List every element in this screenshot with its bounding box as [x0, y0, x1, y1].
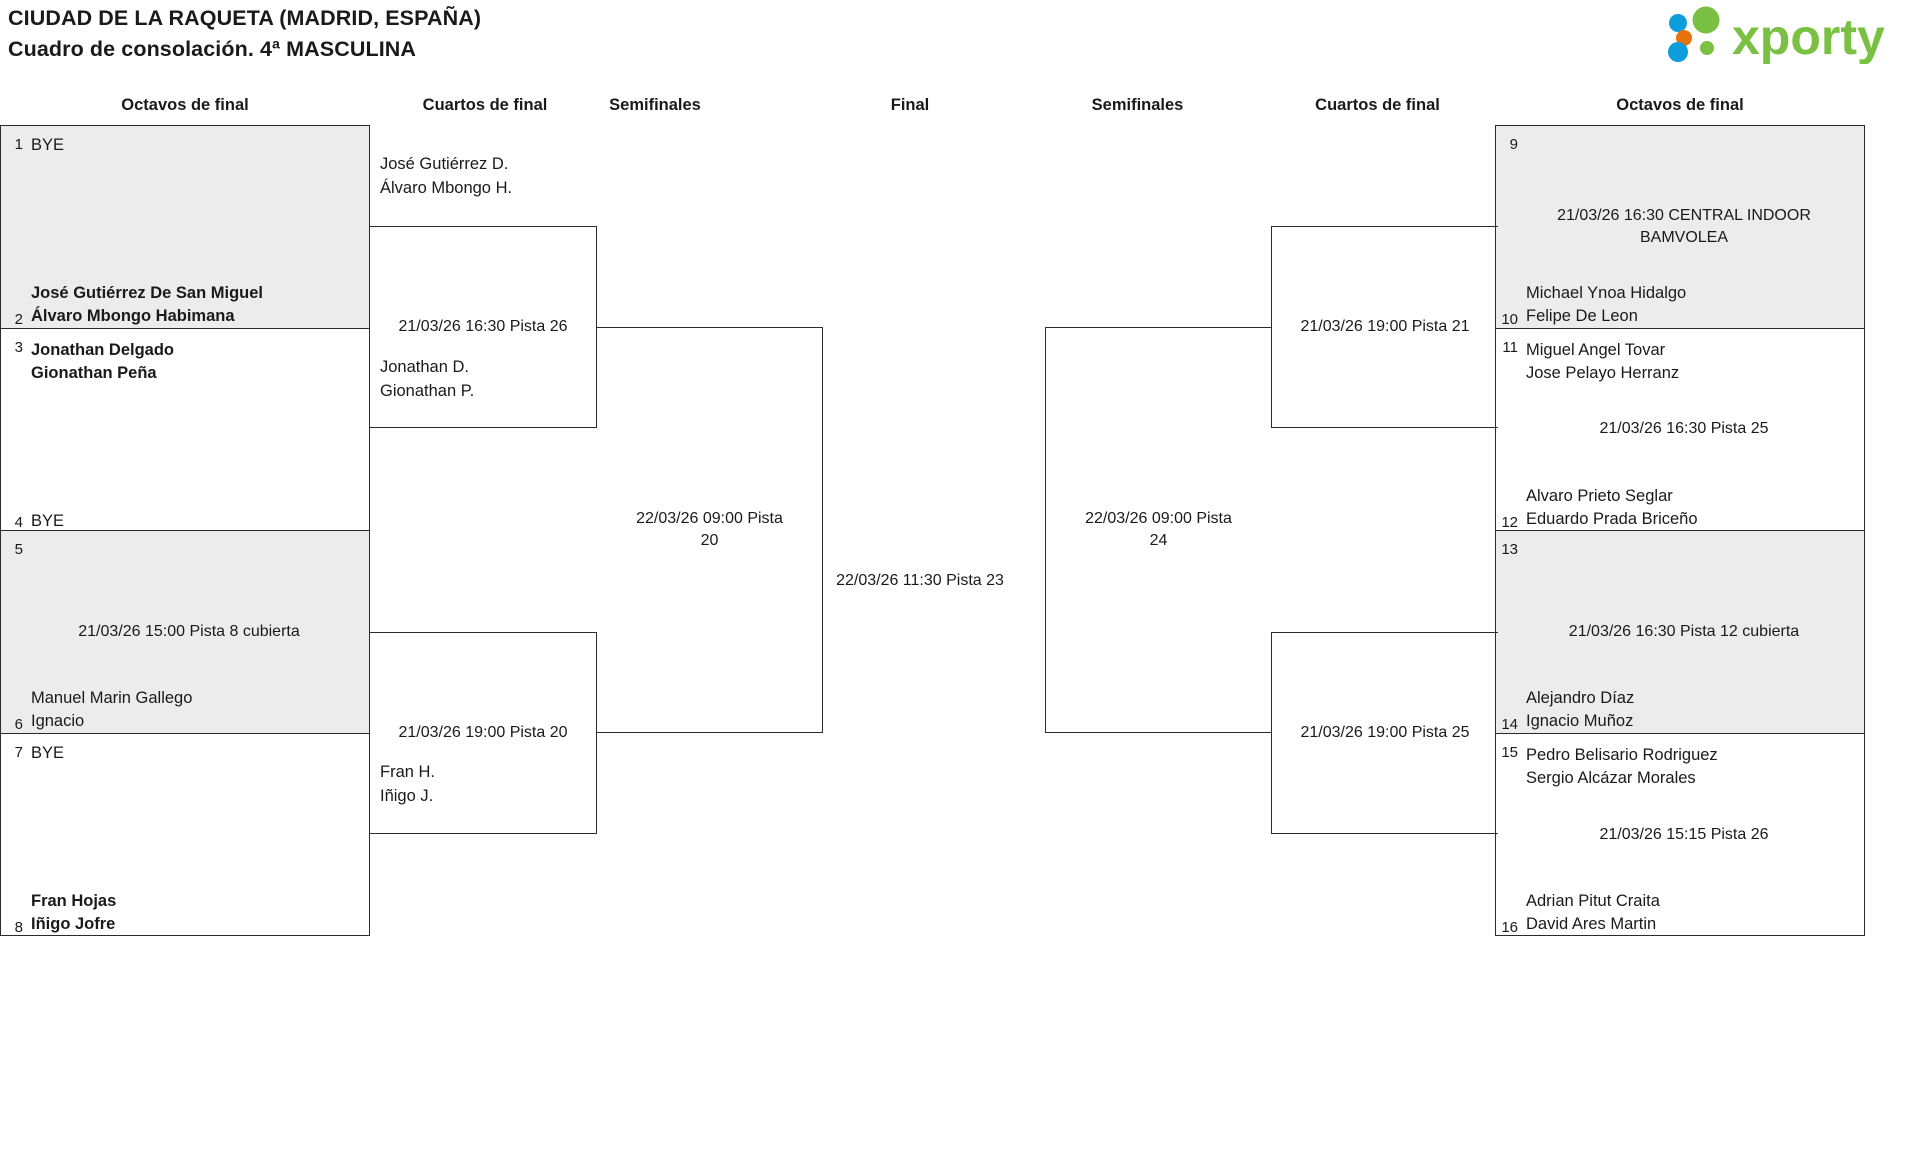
seed-entry[interactable]: 5 — [1, 531, 369, 642]
seed-number: 5 — [14, 541, 23, 558]
seed-number: 1 — [14, 136, 23, 153]
cuartos-left-winner-2: Jonathan D. Gionathan P. — [380, 358, 475, 400]
seed-entry[interactable]: 1 BYE — [1, 126, 369, 237]
round-header-final: Final — [890, 96, 930, 114]
page-title: CIUDAD DE LA RAQUETA (MADRID, ESPAÑA) — [8, 6, 482, 30]
round-header-semifinal-right: Semifinales — [1091, 96, 1184, 114]
seed-number: 6 — [14, 716, 23, 734]
seed-number: 14 — [1501, 716, 1518, 734]
seed-number: 13 — [1501, 541, 1518, 558]
match-block[interactable]: 9 21/03/26 16:30 CENTRAL INDOOR BAMVOLEA… — [1496, 126, 1864, 329]
match-schedule: 21/03/26 19:00 Pista 21 — [1300, 318, 1470, 335]
round-header-semifinal-left: Semifinales — [609, 96, 701, 114]
svg-text:xporty: xporty — [1732, 9, 1885, 64]
match-schedule: 21/03/26 15:00 Pista 8 cubierta — [78, 622, 300, 640]
match-schedule: 21/03/26 16:30 CENTRAL INDOOR BAMVOLEA — [1557, 206, 1811, 246]
seed-number: 4 — [14, 513, 23, 531]
team-names: BYE — [31, 511, 65, 530]
octavos-right-column: 9 21/03/26 16:30 CENTRAL INDOOR BAMVOLEA… — [1495, 125, 1865, 936]
semifinal-left-match[interactable]: 22/03/26 09:00 Pista 20 — [597, 327, 823, 733]
seed-entry[interactable]: 7 BYE — [1, 734, 369, 845]
seed-number: 16 — [1501, 918, 1518, 936]
match-schedule: 21/03/26 16:30 Pista 12 cubierta — [1568, 622, 1800, 640]
page-header: CIUDAD DE LA RAQUETA (MADRID, ESPAÑA) Cu… — [0, 0, 1920, 92]
round-header-octavos-right: Octavos de final — [1616, 96, 1744, 114]
xporty-logo[interactable]: xporty — [1662, 6, 1902, 64]
cuartos-left-match-2[interactable]: 21/03/26 19:00 Pista 20 — [370, 632, 597, 834]
seed-number: 7 — [14, 743, 23, 761]
match-schedule: 22/03/26 09:00 Pista 20 — [636, 510, 783, 549]
seed-number: 11 — [1502, 338, 1518, 356]
match-schedule: 21/03/26 19:00 Pista 20 — [398, 724, 568, 741]
seed-number: 3 — [14, 338, 23, 356]
seed-number: 9 — [1509, 136, 1518, 153]
match-schedule: 22/03/26 09:00 Pista 24 — [1085, 510, 1232, 549]
xporty-logo-icon: xporty — [1668, 6, 1885, 64]
seed-number: 10 — [1501, 311, 1518, 329]
seed-number: 8 — [14, 918, 23, 936]
cuartos-left-winner-1: José Gutiérrez D. Álvaro Mbongo H. — [380, 155, 513, 197]
seed-number: 15 — [1501, 743, 1518, 761]
cuartos-right-match-2[interactable]: 21/03/26 19:00 Pista 25 — [1271, 632, 1498, 834]
match-schedule: 21/03/26 16:30 Pista 26 — [398, 318, 568, 335]
match-block[interactable]: 5 21/03/26 15:00 Pista 8 cubierta 6 Manu… — [1, 531, 369, 734]
seed-entry[interactable]: 4 BYE — [1, 430, 369, 541]
match-block[interactable]: 13 21/03/26 16:30 Pista 12 cubierta 14 A… — [1496, 531, 1864, 734]
cuartos-left-match-1[interactable]: 21/03/26 16:30 Pista 26 — [370, 226, 597, 428]
round-header-cuartos-left: Cuartos de final — [422, 96, 548, 114]
team-names: BYE — [31, 136, 65, 154]
round-header-cuartos-right: Cuartos de final — [1315, 96, 1440, 114]
semifinal-right-match[interactable]: 22/03/26 09:00 Pista 24 — [1045, 327, 1271, 733]
seed-number: 12 — [1501, 513, 1518, 531]
cuartos-right-match-1[interactable]: 21/03/26 19:00 Pista 21 — [1271, 226, 1498, 428]
page-subtitle: Cuadro de consolación. 4ª MASCULINA — [8, 37, 417, 61]
match-schedule: 21/03/26 16:30 Pista 25 — [1599, 420, 1769, 438]
seed-entry[interactable]: 13 — [1496, 531, 1864, 642]
seed-entry[interactable]: 9 — [1496, 126, 1864, 237]
team-names: BYE — [31, 743, 65, 762]
final-schedule: 22/03/26 11:30 Pista 23 — [836, 572, 1004, 589]
match-schedule: 21/03/26 19:00 Pista 25 — [1300, 724, 1470, 741]
title-block: CIUDAD DE LA RAQUETA (MADRID, ESPAÑA) Cu… — [8, 3, 481, 65]
cuartos-left-winner-3: Fran H. Iñigo J. — [380, 763, 436, 805]
seed-number: 2 — [14, 311, 23, 329]
round-header-octavos-left: Octavos de final — [121, 96, 249, 114]
match-schedule: 21/03/26 15:15 Pista 26 — [1599, 825, 1769, 843]
